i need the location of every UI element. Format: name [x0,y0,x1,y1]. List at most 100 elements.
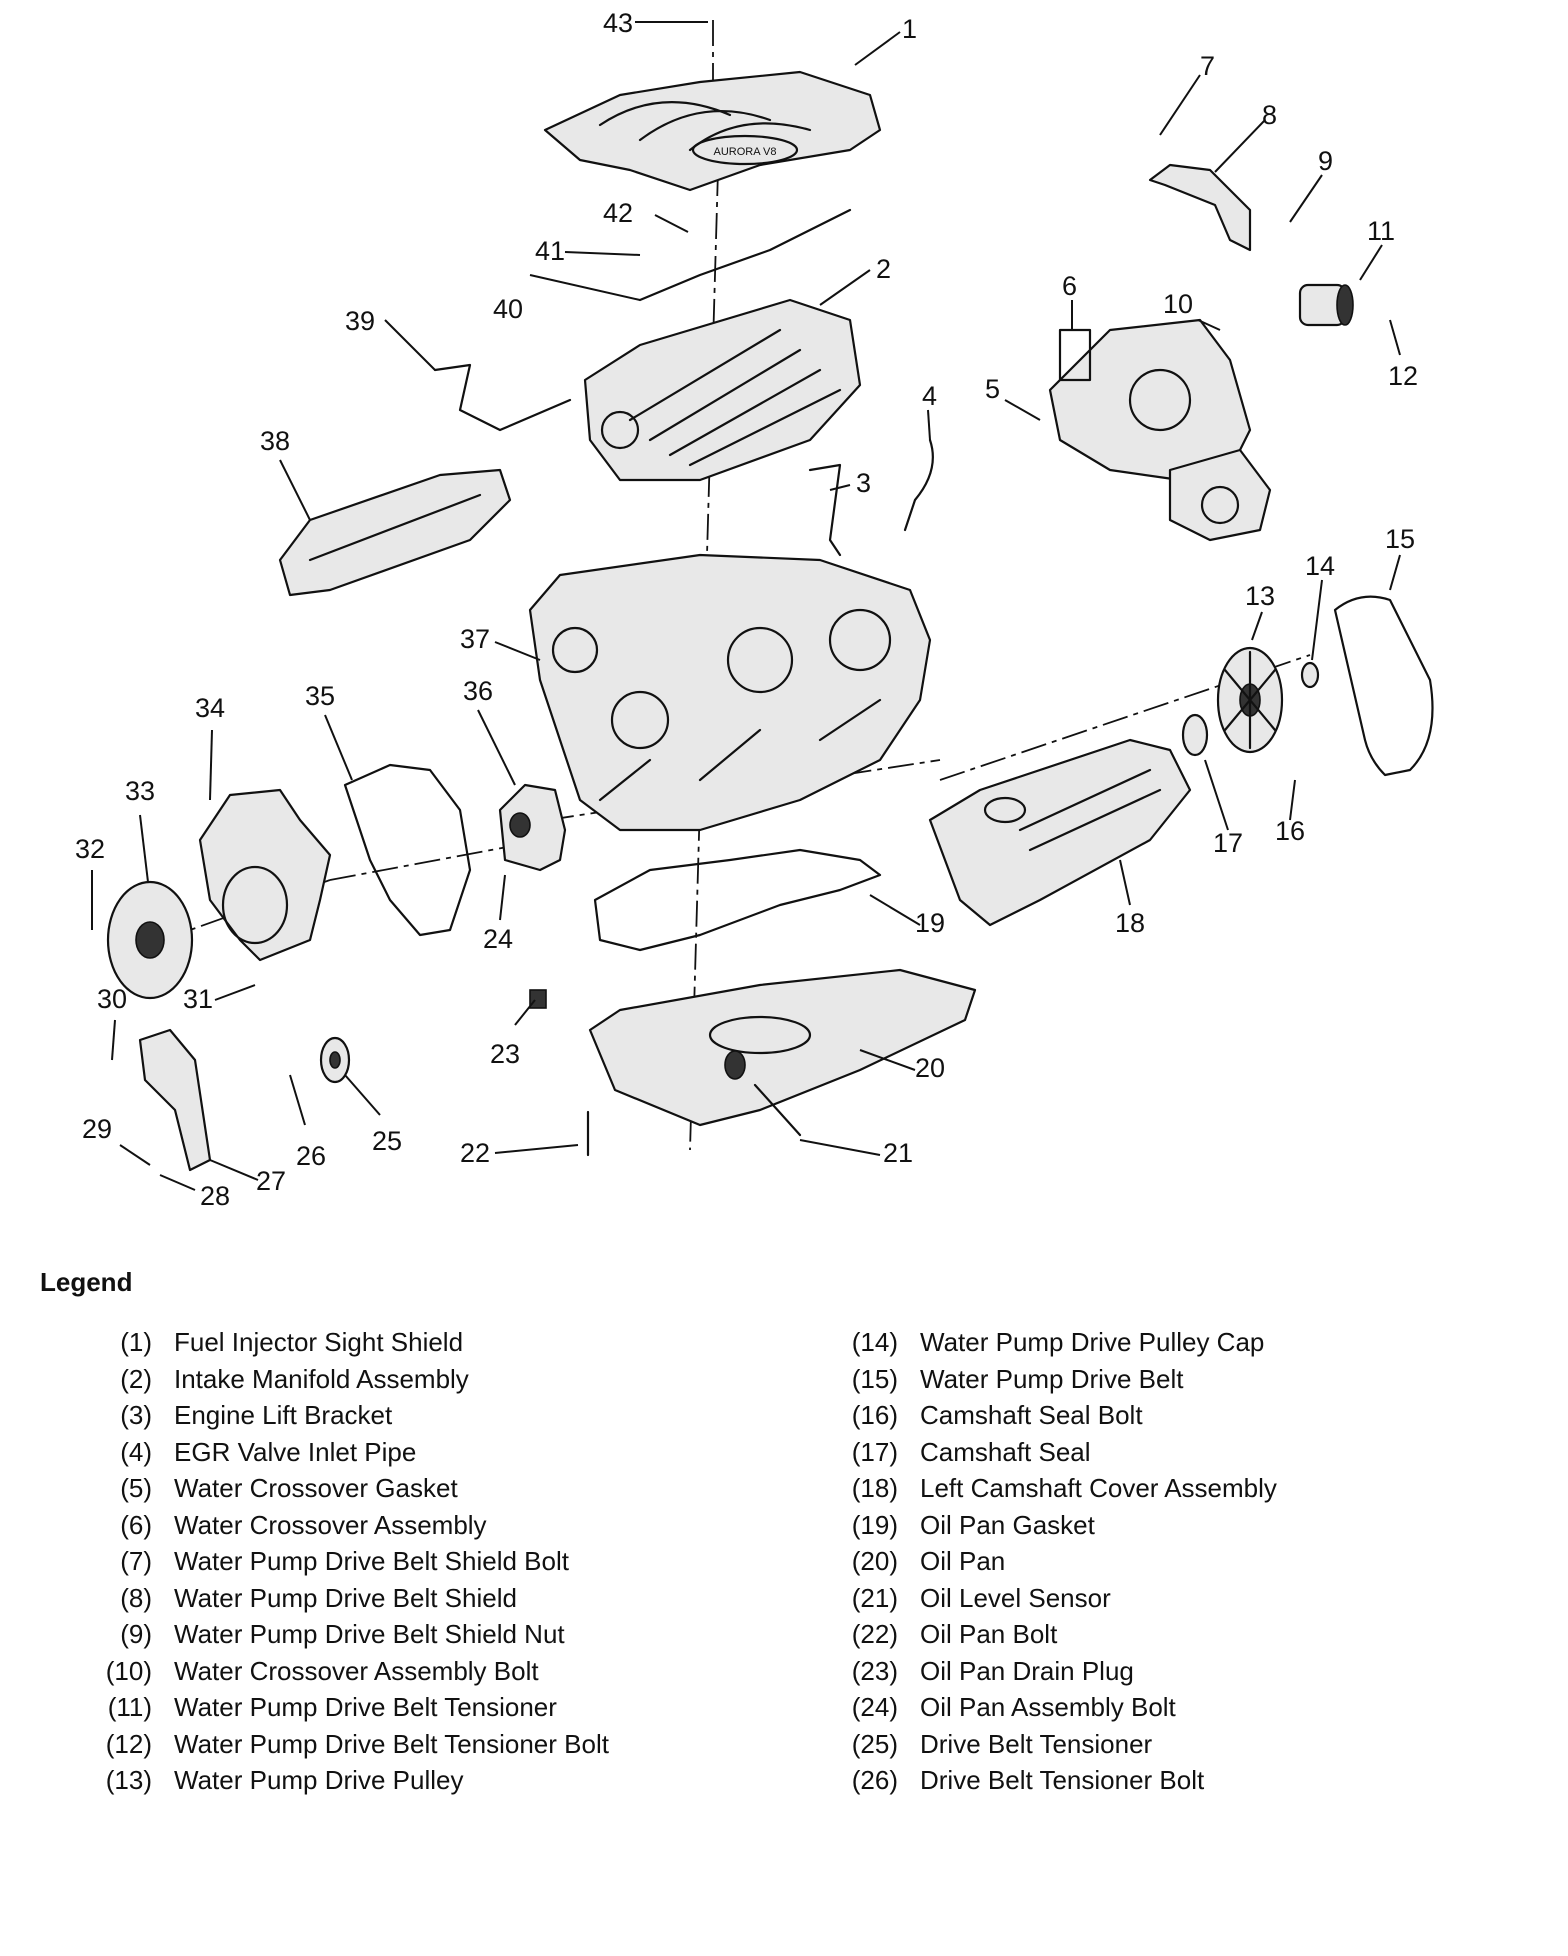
oil-pan-gasket [593,848,882,952]
legend-item-number: (11) [107,1692,152,1722]
legend-item: (9)Water Pump Drive Belt Shield Nut [80,1619,609,1656]
legend-item-number: (23) [851,1655,898,1686]
callout-19: 19 [915,908,945,938]
legend-item-number: (5) [120,1473,152,1503]
legend-item-number: (6) [120,1509,152,1540]
legend-item-number: (14) [851,1327,898,1357]
legend-item-number: (8) [120,1582,152,1613]
legend-item-label: Camshaft Seal Bolt [920,1400,1143,1430]
legend-item-label: Oil Pan Bolt [920,1619,1058,1649]
legend-item-label: Oil Pan Drain Plug [920,1655,1134,1686]
exploded-engine-diagram: AURORA V8 [75,8,1434,1211]
legend-item: (10) Water Crossover Assembly Bolt [80,1656,609,1693]
intake-manifold-assembly [583,298,862,482]
left-camshaft-cover-assembly [928,738,1192,927]
callout-13: 13 [1245,581,1275,611]
legend-item-number: (4) [120,1436,152,1467]
legend-item-label: Intake Manifold Assembly [174,1363,469,1394]
front-cover [198,788,332,962]
callout-23: 23 [490,1039,520,1069]
legend-item-label: Water Pump Drive Belt Shield [174,1582,517,1613]
callout-36: 36 [463,676,493,706]
legend-item: (5) Water Crossover Gasket [80,1473,609,1510]
legend-item: (6)Water Crossover Assembly [80,1510,609,1547]
callout-5: 5 [985,374,1000,404]
legend-item-label: Water Pump Drive Belt [920,1363,1184,1394]
legend-item-number: (22) [851,1619,898,1649]
callout-24: 24 [483,924,513,954]
oil-pan [588,968,977,1127]
callout-43: 43 [603,8,633,38]
fuel-injector-sight-shield: AURORA V8 [543,70,882,192]
water-pump-drive-pulley-cap [1300,661,1320,689]
legend-item-number: (21) [851,1582,898,1613]
callout-4: 4 [922,381,937,411]
water-pump [1168,448,1272,542]
callout-31: 31 [183,984,213,1014]
callout-41: 41 [535,236,565,266]
legend-item-label: Drive Belt Tensioner [920,1728,1153,1759]
callout-18: 18 [1115,908,1145,938]
legend-item-number: (15) [851,1363,898,1394]
callout-1: 1 [902,14,917,44]
callout-40: 40 [493,294,523,324]
legend-item: (7) Water Pump Drive Belt Shield Bolt [80,1546,609,1583]
legend-item-number: (16) [851,1400,898,1430]
legend-item-number: (25) [851,1728,898,1759]
legend-item-label: Water Crossover Gasket [174,1473,458,1503]
legend-item-number: (2) [120,1363,152,1394]
legend-item-label: Left Camshaft Cover Assembly [920,1473,1277,1503]
legend-item-number: (26) [851,1765,898,1795]
water-pump-drive-belt-tensioner [1298,283,1354,327]
legend-item-label: Oil Pan [920,1546,1006,1576]
engine-block [528,553,932,832]
callout-20: 20 [915,1053,945,1083]
leader-lines [91,21,1401,1191]
callout-8: 8 [1262,100,1277,130]
legend-item: (2) Intake Manifold Assembly [80,1364,609,1401]
callout-29: 29 [82,1114,112,1144]
callout-15: 15 [1385,524,1415,554]
legend-item: (24)Oil Pan Assembly Bolt [836,1692,1277,1729]
legend-item: (3)Engine Lift Bracket [80,1400,609,1437]
drive-belt-tensioner [319,1036,351,1084]
legend-item-label: Water Pump Drive Pulley Cap [920,1327,1265,1357]
legend: Legend (1) Fuel Injector Sight Shield (2) I… [0,1265,1568,1825]
intake-tube [638,208,852,302]
legend-item: (8) Water Pump Drive Belt Shield [80,1583,609,1620]
legend-item: (12)Water Pump Drive Belt Tensioner Bolt [80,1729,609,1766]
callout-38: 38 [260,426,290,456]
legend-item-label: Oil Pan Assembly Bolt [920,1692,1176,1722]
legend-item-label: Camshaft Seal [920,1436,1091,1467]
legend-item: (19)Oil Pan Gasket [836,1510,1277,1547]
legend-item-number: (3) [120,1400,152,1430]
egr-valve-inlet-pipe [903,438,934,532]
legend-item-label: Fuel Injector Sight Shield [174,1327,464,1357]
legend-item-label: Water Pump Drive Belt Shield Bolt [174,1546,569,1576]
oil-level-sensor [753,1083,802,1137]
legend-item-number: (17) [851,1436,898,1467]
callout-10: 10 [1163,289,1193,319]
callout-34: 34 [195,693,225,723]
callout-27: 27 [256,1166,286,1196]
callout-16: 16 [1275,816,1305,846]
legend-title: Legend [40,1267,133,1297]
legend-item: (18)Left Camshaft Cover Assembly [836,1473,1277,1510]
legend-item-number: (13) [105,1765,152,1795]
callout-42: 42 [603,198,633,228]
front-cover-gasket [343,763,472,937]
legend-item: (13)Water Pump Drive Pulley [80,1765,609,1802]
egr-tube [433,363,572,432]
callout-2: 2 [876,254,891,284]
legend-item: (21)Oil Level Sensor [836,1583,1277,1620]
legend-item: (17) Camshaft Seal [836,1437,1277,1474]
legend-item-label: Water Pump Drive Belt Tensioner Bolt [174,1728,609,1759]
cover-badge-text: AURORA V8 [714,146,777,158]
legend-item-number: (1) [120,1327,152,1357]
legend-item: (4)EGR Valve Inlet Pipe [80,1437,609,1474]
callout-35: 35 [305,681,335,711]
legend-item-label: Water Crossover Assembly Bolt [174,1655,539,1686]
legend-item-number: (10) [105,1655,152,1686]
callout-26: 26 [296,1141,326,1171]
legend-item-number: (7) [120,1546,152,1576]
